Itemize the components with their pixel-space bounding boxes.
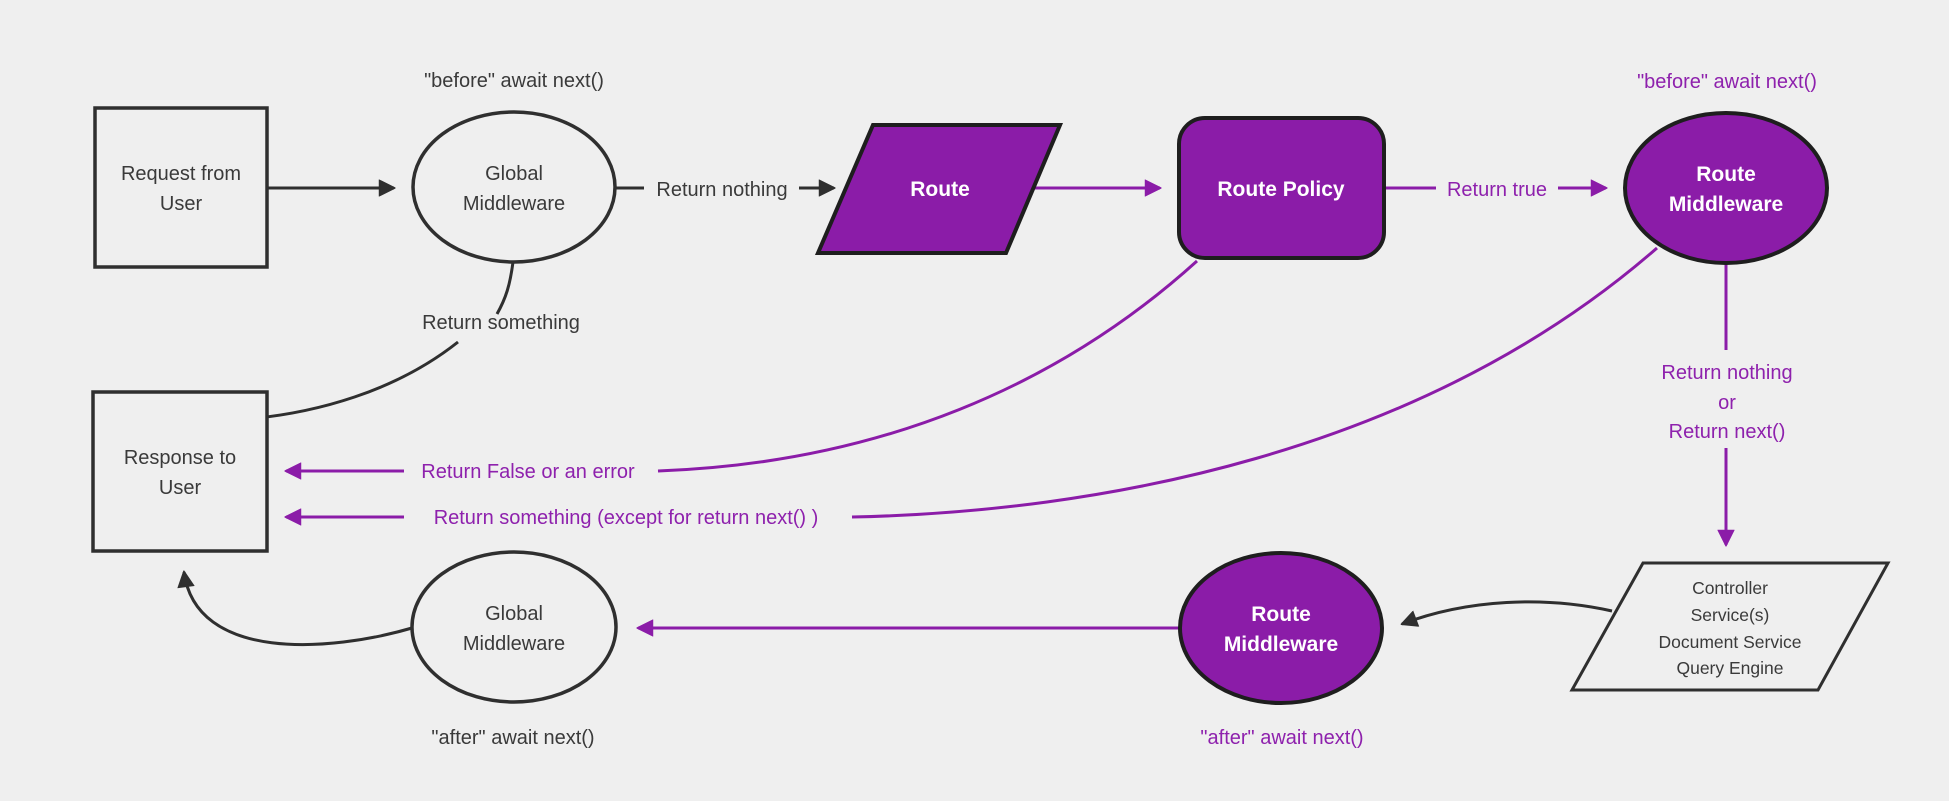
- label-before-await-route: "before" await next(): [1637, 71, 1817, 93]
- controller-line3: Document Service: [1659, 632, 1802, 652]
- edge-return-false-curve: [657, 259, 1199, 473]
- label-return-nothing-or-line2: or: [1718, 392, 1736, 414]
- route-mw-bottom-line2: Middleware: [1224, 633, 1338, 656]
- label-return-nothing-or-line1: Return nothing: [1661, 362, 1792, 384]
- route-mw-top-line1: Route: [1696, 163, 1756, 186]
- node-response-to-user: [91, 390, 269, 553]
- label-return-something-except: Return something (except for return next…: [434, 507, 819, 529]
- label-after-await-global: "after" await next(): [431, 727, 594, 749]
- global-mw-bottom-line2: Middleware: [463, 633, 565, 655]
- node-route-middleware-bottom: [1178, 551, 1384, 705]
- route-mw-top-line2: Middleware: [1669, 193, 1783, 216]
- label-return-true: Return true: [1447, 179, 1547, 201]
- edge-return-something-upper: [495, 261, 515, 315]
- route-policy-label: Route Policy: [1217, 178, 1345, 201]
- global-mw-top-line2: Middleware: [463, 193, 565, 215]
- node-global-middleware-top: [411, 110, 617, 264]
- edge-return-something-except-curve: [851, 246, 1658, 519]
- edge-return-something-arrow: [248, 340, 459, 419]
- controller-line4: Query Engine: [1676, 658, 1783, 678]
- label-return-nothing: Return nothing: [656, 179, 787, 201]
- label-after-await-route: "after" await next(): [1200, 727, 1363, 749]
- label-return-something: Return something: [422, 312, 580, 334]
- response-label-line1: Response to: [124, 447, 236, 469]
- label-return-nothing-or-line3: Return next(): [1669, 421, 1786, 443]
- node-request-from-user: [93, 106, 269, 269]
- edge-global-mw-to-response: [184, 572, 413, 647]
- route-label: Route: [910, 178, 970, 201]
- controller-line1: Controller: [1692, 578, 1768, 598]
- node-global-middleware-bottom: [410, 550, 618, 704]
- label-before-await-global: "before" await next(): [424, 70, 604, 92]
- node-route: [814, 123, 1064, 255]
- controller-line2: Service(s): [1691, 605, 1770, 625]
- request-label-line2: User: [160, 193, 203, 215]
- node-route-middleware-top: [1623, 111, 1829, 265]
- node-controller-services: [1569, 561, 1891, 692]
- node-route-policy: [1177, 116, 1386, 260]
- response-label-line2: User: [159, 477, 202, 499]
- request-label-line1: Request from: [121, 163, 241, 185]
- edge-controller-to-route-middleware: [1402, 600, 1613, 624]
- label-return-false-or-error: Return False or an error: [421, 461, 635, 483]
- global-mw-bottom-line1: Global: [485, 603, 543, 625]
- global-mw-top-line1: Global: [485, 163, 543, 185]
- route-mw-bottom-line1: Route: [1251, 603, 1311, 626]
